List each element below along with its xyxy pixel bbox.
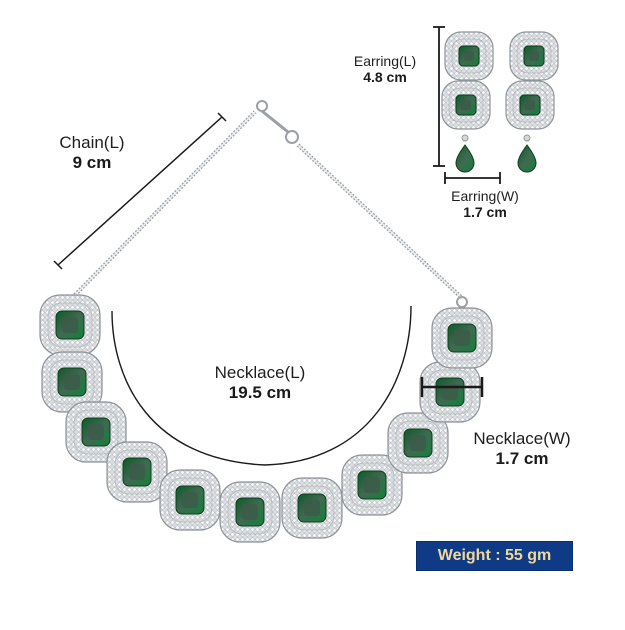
chain-length-value: 9 cm	[72, 152, 112, 172]
chain-length-name: Chain(L)	[59, 133, 125, 152]
necklace-width-label: Necklace(W) 1.7 cm	[458, 429, 586, 468]
necklace-chain	[68, 100, 468, 308]
earring-width-label: Earring(W) 1.7 cm	[440, 188, 530, 220]
necklace-length-name: Necklace(L)	[214, 363, 306, 382]
weight-badge: Weight : 55 gm	[416, 541, 573, 571]
chain-length-measure-line	[53, 112, 227, 270]
earring-width-name: Earring(W)	[451, 188, 519, 204]
earring-length-measure-line	[433, 26, 445, 167]
necklace-width-measure-line	[420, 377, 484, 397]
chain-length-label: Chain(L) 9 cm	[52, 133, 132, 172]
earring-length-value: 4.8 cm	[363, 69, 407, 86]
earring-length-label: Earring(L) 4.8 cm	[340, 53, 430, 85]
earring-width-measure-line	[444, 172, 501, 184]
necklace-width-value: 1.7 cm	[495, 448, 549, 468]
earring-right	[505, 31, 559, 173]
necklace-length-label: Necklace(L) 19.5 cm	[200, 363, 320, 402]
earring-left	[441, 31, 494, 173]
earring-width-value: 1.7 cm	[463, 204, 507, 221]
earring-length-name: Earring(L)	[353, 53, 417, 69]
necklace-length-measure-curve	[111, 305, 412, 466]
necklace-links	[39, 294, 493, 543]
necklace-length-value: 19.5 cm	[228, 382, 292, 402]
necklace-width-name: Necklace(W)	[473, 429, 571, 448]
